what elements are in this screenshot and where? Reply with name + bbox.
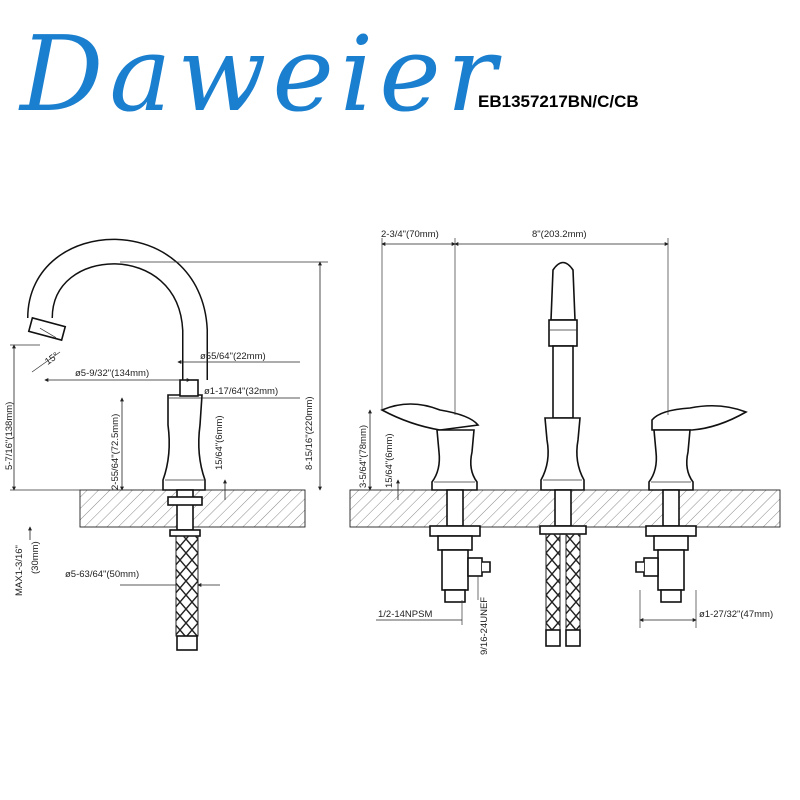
handle-left[interactable] xyxy=(380,403,480,431)
side-view: 8-15/16"(220mm) 5-7/16"(138mm) ø5-9/32"(… xyxy=(4,238,328,651)
label-max-deck-mm: (30mm) xyxy=(30,541,41,574)
label-spout-height: 5-7/16"(138mm) xyxy=(4,402,15,470)
label-max-deck: MAX1-3/16" xyxy=(14,545,25,596)
body-front-center xyxy=(540,417,585,491)
valve-body-right xyxy=(648,429,694,491)
faucet-body-side xyxy=(162,394,206,491)
handle-right[interactable] xyxy=(651,404,748,431)
label-handle-base: 15/64"(6mm) xyxy=(384,433,395,488)
spout-tip xyxy=(27,316,67,342)
label-body-height: 2-55/64"(72.5mm) xyxy=(110,414,121,490)
brand-logo: Daweier xyxy=(20,13,503,135)
label-base-height: 15/64"(6mm) xyxy=(214,415,225,470)
label-handle-spacing: 2-3/4"(70mm) xyxy=(381,229,439,240)
label-body-diameter: ø1-17/64"(32mm) xyxy=(204,386,278,397)
valve-body-left xyxy=(431,429,478,491)
label-connector-thread: 1/2-14NPSM xyxy=(378,609,432,620)
label-valve-diameter: ø1-27/32"(47mm) xyxy=(699,609,773,620)
label-center-spacing: 8"(203.2mm) xyxy=(532,229,587,240)
label-handle-height: 3-5/64"(78mm) xyxy=(358,425,369,488)
label-spout-tip: ø55/64"(22mm) xyxy=(200,351,266,362)
front-view: 2-3/4"(70mm) 8"(203.2mm) 3-5/64"(78mm) 1… xyxy=(349,229,781,655)
label-hose-thread: 9/16-24UNEF xyxy=(479,597,490,655)
label-height-total: 8-15/16"(220mm) xyxy=(304,396,315,470)
spout-front xyxy=(550,261,576,321)
model-number: EB1357217BN/C/CB xyxy=(478,92,639,111)
label-nut-diameter: ø5-63/64"(50mm) xyxy=(65,569,139,580)
label-spout-reach: ø5-9/32"(134mm) xyxy=(75,368,149,379)
hose-side xyxy=(175,535,199,637)
